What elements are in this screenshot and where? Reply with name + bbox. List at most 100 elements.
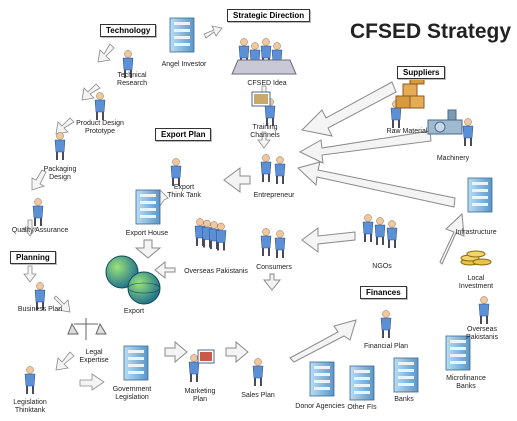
consumers-icon [260,228,272,256]
arrow-technology-down [97,43,115,63]
node-label-banks: Banks [394,396,414,403]
microfinance-banks-icon [445,335,471,371]
technical-research-icon [122,50,134,78]
arrow-business-to-legal [53,295,71,313]
node-label-export: Export [123,308,145,315]
legal-scales-icon [67,318,107,340]
node-label-microfinance-banks: Microfinance Banks [446,375,486,390]
arrow-up-to-infrastructure [439,212,465,265]
node-label-technical-research: Technical Research [117,72,147,87]
node-label-sales-plan: Sales Plan [241,392,275,399]
arrow-angel-to-strategic [203,25,223,39]
node-label-other-fis: Other FIs [347,404,377,411]
people-icons [24,38,490,394]
banks-icon [393,357,419,393]
arrow-export-house-down [134,239,162,259]
overseas-pakistanis-center-icon-3 [215,222,227,251]
donor-agencies-icon [309,361,335,397]
export-think-tank-icon [170,158,182,186]
node-label-legislation-thinktank: Legislation Thinktank [13,399,47,414]
entrepreneur-icon-2 [274,156,286,184]
machinery-icon [427,109,463,135]
node-label-consumers: Consumers [256,264,292,271]
sales-plan-icon [252,358,264,386]
misc-icons [67,59,492,364]
coins-icon [460,250,492,266]
building-icons [123,17,493,401]
page-title: CFSED Strategy [350,20,512,43]
small-arrows [23,25,271,391]
node-label-export-house: Export House [125,230,169,237]
node-label-export-think-tank: Export Think Tank [167,184,201,199]
section-finances: Finances [360,286,407,299]
node-label-donor-agencies: Donor Agencies [295,403,345,410]
marketing-plan-icon [188,354,200,382]
arrow-raw-material-to-entrepreneur [300,81,397,137]
node-label-training-channels: Training Channels [250,124,280,139]
ngos-icon-2 [386,220,398,248]
node-label-angel-investor: Angel Investor [161,61,207,68]
node-label-entrepreneur: Entrepreneur [253,192,295,199]
node-label-ngos: NGOs [372,263,392,270]
arrow-technical-to-product [81,83,101,101]
arrow-marketing-to-sales [225,340,249,364]
arrow-sales-to-financial [289,319,357,363]
node-label-packaging-design: Packaging Design [43,166,77,181]
machinery-icon [462,118,474,146]
arrow-packaging-to-quality [31,169,47,191]
arrow-legal-to-legislation [55,351,75,371]
overseas-pakistanis-right-icon [478,296,490,324]
node-label-product-design-prototype: Product Design Prototype [76,120,124,135]
arrow-consumers-down [262,273,282,291]
angel-investor-icon [169,17,195,53]
arrow-infrastructure-to-entrepreneur [297,161,456,208]
legislation-thinktank-icon [24,366,36,394]
export-house-icon [135,189,161,225]
ngos-icon-1 [374,217,386,245]
financial-plan-icon [380,310,392,338]
entrepreneur-icon [260,154,272,182]
arrow-legislation-to-government [79,373,105,391]
marketing-board-icon [197,349,215,364]
node-label-government-legislation: Government Legislation [112,386,152,401]
arrow-entrepreneur-to-export-think-tank [223,167,251,193]
node-label-overseas-pakistanis-center: Overseas Pakistanis [184,268,248,275]
presentation-board-icon [251,91,271,107]
arrow-ngos-to-consumers [301,227,356,253]
arrow-planning-down [23,265,37,283]
arrow-training-to-entrepreneur [257,131,271,149]
node-label-legal-expertise: Legal Expertise [79,349,109,364]
infrastructure-icon [467,177,493,213]
quality-assurance-icon [32,198,44,226]
packaging-design-icon [54,132,66,160]
business-plan-icon [34,282,46,310]
flow-arrows [134,81,465,364]
node-label-quality-assurance: Quality Assurance [11,227,69,234]
node-label-infrastructure: Infrastructure [455,229,497,236]
section-export-plan: Export Plan [155,128,212,141]
meeting-table-icon [231,59,297,75]
consumers-icon-2 [274,230,286,258]
section-technology: Technology [100,24,157,37]
ngos-icon-0 [362,214,374,242]
arrow-machinery-to-entrepreneur [298,130,432,164]
node-label-raw-material: Raw Material [386,128,428,135]
other-fis-icon [349,365,375,401]
arrow-overseas-to-export [154,260,176,280]
node-label-business-plan: Business Plan [17,306,63,313]
arrow-quality-down [23,219,37,237]
section-planning: Planning [10,251,56,264]
export-globe-icon [105,255,161,305]
node-label-overseas-pakistanis-right: Overseas Pakistanis [466,326,498,341]
node-label-local-investment: Local Investment [458,275,494,290]
product-design-prototype-icon [94,92,106,120]
section-suppliers: Suppliers [397,66,446,79]
node-label-marketing-plan: Marketing Plan [184,388,216,403]
node-label-machinery: Machinery [436,155,470,162]
node-label-cfsed-idea: CFSED Idea [247,80,287,87]
node-label-financial-plan: Financial Plan [364,343,408,350]
arrow-legislation-to-marketing [164,340,188,364]
section-strategic-direction: Strategic Direction [227,9,311,22]
